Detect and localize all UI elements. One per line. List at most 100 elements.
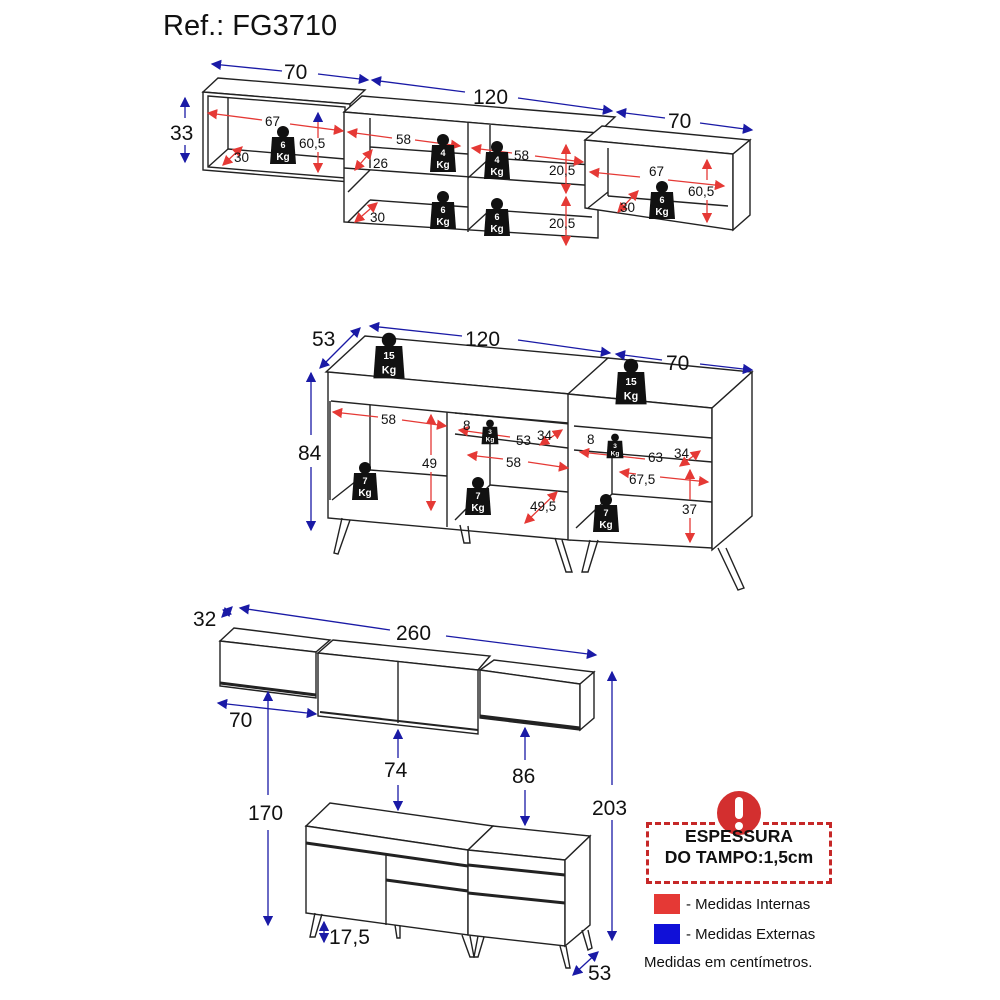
svg-text:4: 4 bbox=[440, 148, 445, 158]
lower-depth: 53 bbox=[312, 328, 335, 351]
svg-text:Kg: Kg bbox=[490, 167, 503, 178]
svg-text:Kg: Kg bbox=[655, 207, 668, 218]
weight-icon: 6 Kg bbox=[484, 198, 510, 236]
lower-left-width: 120 bbox=[465, 328, 500, 351]
lower-left-inner-width-right: 58 bbox=[506, 455, 521, 470]
red-swatch bbox=[654, 894, 680, 914]
svg-text:Kg: Kg bbox=[611, 451, 620, 458]
upper-center-inner-width-right: 58 bbox=[514, 148, 529, 163]
weight-icon: 6 Kg bbox=[270, 126, 296, 164]
weight-icon: 3 Kg bbox=[606, 433, 624, 459]
upper-center-depth-bottom: 30 bbox=[370, 210, 385, 225]
svg-text:Kg: Kg bbox=[276, 152, 289, 163]
lower-left-drawer-width: 53 bbox=[516, 433, 531, 448]
svg-text:3: 3 bbox=[488, 429, 492, 436]
assembly-upper-depth: 32 bbox=[193, 608, 216, 631]
assembled-view bbox=[218, 627, 596, 969]
svg-text:6: 6 bbox=[659, 195, 664, 205]
upper-external-dimensions bbox=[179, 59, 754, 164]
warning-line-1: ESPESSURA bbox=[685, 826, 793, 846]
svg-text:6: 6 bbox=[494, 212, 499, 222]
upper-height: 33 bbox=[170, 122, 193, 145]
upper-right-depth: 30 bbox=[620, 200, 635, 215]
assembly-gap-right: 86 bbox=[512, 765, 535, 788]
weight-icon: 7 Kg bbox=[593, 494, 619, 532]
svg-text:Kg: Kg bbox=[471, 503, 484, 514]
svg-text:Kg: Kg bbox=[624, 391, 638, 403]
assembly-side-width: 70 bbox=[229, 709, 252, 732]
svg-text:6: 6 bbox=[280, 140, 285, 150]
product-reference-title: Ref.: FG3710 bbox=[163, 10, 338, 42]
upper-center-inner-width-left: 58 bbox=[396, 132, 411, 147]
weight-icon: 7 Kg bbox=[465, 477, 491, 515]
svg-text:Kg: Kg bbox=[490, 224, 503, 235]
weight-icon: 7 Kg bbox=[352, 462, 378, 500]
lower-right-drawer-width: 63 bbox=[648, 450, 663, 465]
assembly-external-dimensions bbox=[216, 604, 618, 976]
upper-left-inner-height: 60,5 bbox=[299, 136, 325, 151]
assembly-gap-center: 74 bbox=[384, 759, 408, 782]
lower-left-inner-height: 49 bbox=[422, 456, 437, 471]
lower-right-inner-width: 67,5 bbox=[629, 472, 655, 487]
weight-icon: 6 Kg bbox=[649, 181, 675, 219]
lower-right-drawer-height: 8 bbox=[587, 432, 595, 447]
blue-swatch bbox=[654, 924, 680, 944]
upper-center-width: 120 bbox=[473, 86, 508, 109]
upper-right-inner-width: 67 bbox=[649, 164, 664, 179]
upper-left-depth: 30 bbox=[234, 150, 249, 165]
svg-text:Kg: Kg bbox=[382, 365, 396, 377]
svg-text:15: 15 bbox=[383, 351, 395, 362]
lower-height: 84 bbox=[298, 442, 322, 465]
legend-external-label: - Medidas Externas bbox=[686, 925, 816, 943]
svg-text:Kg: Kg bbox=[486, 437, 495, 444]
legend-internal: - Medidas Internas bbox=[654, 894, 810, 914]
lower-weight-icons: 15 Kg 15 Kg 7 Kg 7 Kg 7 Kg 3 Kg 3 Kg bbox=[352, 332, 647, 532]
svg-text:7: 7 bbox=[603, 508, 608, 518]
legend-internal-label: - Medidas Internas bbox=[686, 895, 811, 913]
exclamation-icon bbox=[714, 788, 764, 838]
lower-left-inner-width: 58 bbox=[381, 412, 396, 427]
warning-text: ESPESSURA DO TAMPO:1,5cm bbox=[646, 826, 832, 868]
upper-weight-icons: 6 Kg 4 Kg 4 Kg 6 Kg 6 Kg 6 Kg bbox=[270, 126, 675, 236]
lower-right-width: 70 bbox=[666, 352, 689, 375]
svg-text:7: 7 bbox=[362, 476, 367, 486]
upper-center-shelf-height-top: 20,5 bbox=[549, 163, 575, 178]
svg-text:4: 4 bbox=[494, 155, 499, 165]
upper-center-shelf-height-bottom: 20,5 bbox=[549, 216, 575, 231]
svg-text:15: 15 bbox=[625, 377, 637, 388]
assembly-total-width: 260 bbox=[396, 622, 431, 645]
svg-text:3: 3 bbox=[613, 443, 617, 450]
lower-internal-dimensions bbox=[331, 407, 710, 544]
assembly-upper-height: 170 bbox=[248, 802, 283, 825]
svg-text:Kg: Kg bbox=[436, 160, 449, 171]
weight-icon: 15 Kg bbox=[615, 358, 647, 405]
svg-text:Kg: Kg bbox=[599, 520, 612, 531]
svg-text:Kg: Kg bbox=[358, 488, 371, 499]
lower-left-drawer-depth: 34 bbox=[537, 428, 553, 443]
upper-right-width: 70 bbox=[668, 110, 691, 133]
weight-icon: 3 Kg bbox=[481, 419, 499, 445]
units-note: Medidas em centímetros. bbox=[644, 954, 813, 971]
lower-left-inner-depth: 49,5 bbox=[530, 499, 556, 514]
lower-right-inner-height: 37 bbox=[682, 502, 697, 517]
svg-text:Kg: Kg bbox=[436, 217, 449, 228]
svg-text:6: 6 bbox=[440, 205, 445, 215]
lower-external-dimensions bbox=[305, 321, 754, 532]
warning-line-2: DO TAMPO:1,5cm bbox=[664, 847, 814, 867]
weight-icon: 4 Kg bbox=[430, 134, 456, 172]
upper-center-depth-top: 26 bbox=[373, 156, 388, 171]
svg-text:7: 7 bbox=[475, 491, 480, 501]
weight-icon: 4 Kg bbox=[484, 141, 510, 179]
legend-external: - Medidas Externas bbox=[654, 924, 815, 944]
assembly-leg-height: 17,5 bbox=[329, 926, 370, 949]
assembly-lower-depth: 53 bbox=[588, 962, 611, 985]
assembly-total-height: 203 bbox=[592, 797, 627, 820]
lower-left-drawer-height: 8 bbox=[463, 418, 471, 433]
upper-internal-dimensions bbox=[206, 109, 726, 247]
weight-icon: 6 Kg bbox=[430, 191, 456, 229]
upper-left-inner-width: 67 bbox=[265, 114, 280, 129]
weight-icon: 15 Kg bbox=[373, 332, 405, 379]
upper-left-width: 70 bbox=[284, 61, 307, 84]
lower-right-drawer-depth: 34 bbox=[674, 446, 690, 461]
